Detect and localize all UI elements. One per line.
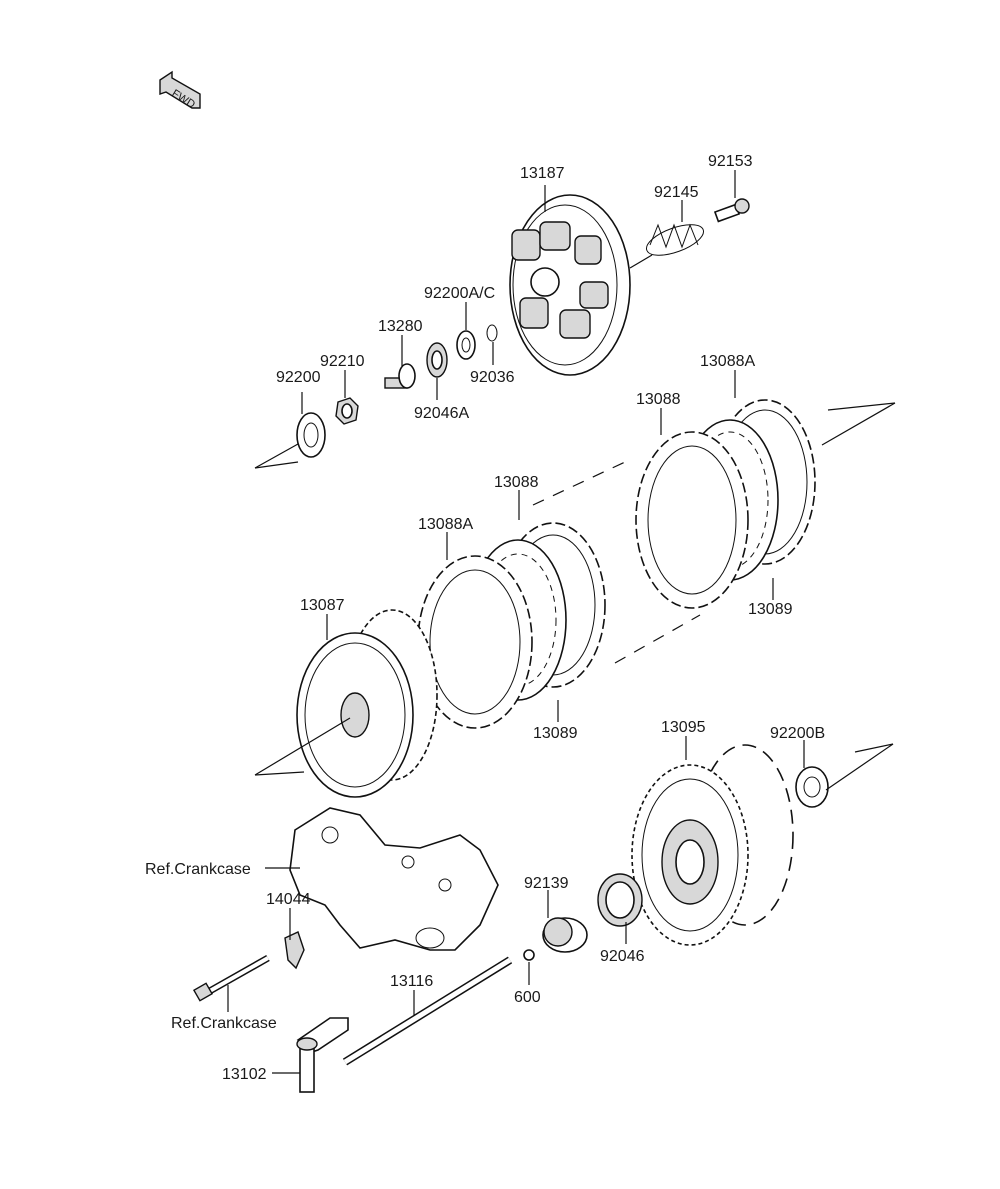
crankcase-fragment [289, 807, 499, 951]
bearing-92046 [597, 873, 643, 927]
label-600: 600 [514, 989, 541, 1006]
label-92200b: 92200B [770, 725, 825, 742]
washer-92200b [795, 766, 829, 808]
bolt-ref-crankcase [192, 954, 270, 1002]
fwd-arrow-icon: FWD [159, 70, 201, 111]
pusher-13280 [384, 363, 416, 389]
clutch-housing-13087 [296, 609, 438, 798]
label-92046: 92046 [600, 948, 645, 965]
bushing-92139 [542, 917, 588, 953]
label-13088-mid: 13088 [494, 474, 539, 491]
label-13088-top: 13088 [636, 391, 681, 408]
clutch-hub-13095 [631, 744, 794, 946]
push-rod-13116 [342, 956, 513, 1066]
nut-92210 [335, 397, 359, 425]
label-92153: 92153 [708, 153, 753, 170]
label-92145: 92145 [654, 184, 699, 201]
friction-plate-13088-top [635, 431, 749, 609]
bolt-92153 [713, 198, 750, 223]
label-13087: 13087 [300, 597, 345, 614]
label-13088a-mid: 13088A [418, 516, 473, 533]
label-ref-crankcase-2: Ref.Crankcase [171, 1015, 277, 1032]
label-13116: 13116 [390, 973, 433, 990]
bracket-14044 [284, 931, 305, 970]
ball-600 [523, 949, 535, 961]
label-13280: 13280 [378, 318, 423, 335]
label-92139: 92139 [524, 875, 569, 892]
pressure-plate-13187 [509, 194, 631, 376]
washer-92200 [296, 412, 326, 458]
label-13088a-top: 13088A [700, 353, 755, 370]
label-92200: 92200 [276, 369, 321, 386]
bearing-92046a [426, 342, 448, 378]
label-13089-mid: 13089 [533, 725, 578, 742]
label-92210: 92210 [320, 353, 365, 370]
spring-92145 [629, 223, 704, 269]
label-ref-crankcase-1: Ref.Crankcase [145, 861, 251, 878]
washer-92200ac [456, 330, 476, 360]
label-13095: 13095 [661, 719, 706, 736]
circlip-92036 [486, 324, 498, 342]
label-13102: 13102 [222, 1066, 267, 1083]
label-14044: 14044 [266, 891, 311, 908]
label-13089-top: 13089 [748, 601, 793, 618]
label-13187: 13187 [520, 165, 565, 182]
label-92200ac: 92200A/C [424, 285, 495, 302]
label-92046a: 92046A [414, 405, 469, 422]
release-shaft-13102 [296, 1017, 349, 1093]
label-92036: 92036 [470, 369, 515, 386]
